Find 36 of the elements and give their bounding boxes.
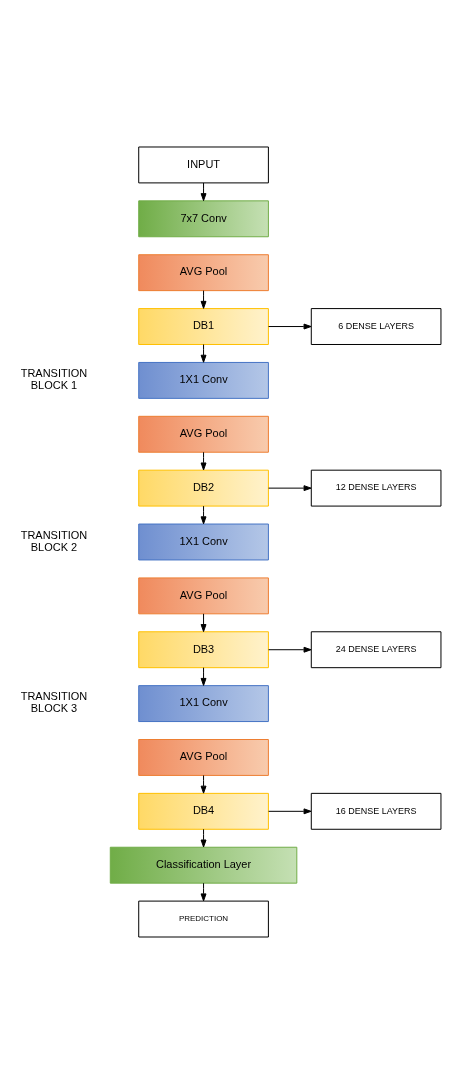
node-box: 1X1 Conv (138, 685, 269, 723)
label: TRANSITION BLOCK 1 (20, 367, 88, 392)
arrow (200, 667, 207, 686)
node-box: AVG Pool (138, 254, 269, 292)
node-box: 1X1 Conv (138, 523, 269, 561)
arrow (268, 646, 312, 653)
arrow (200, 451, 207, 471)
arrow (268, 323, 312, 330)
node-box: 24 DENSE LAYERS (310, 631, 442, 669)
node-box: 1X1 Conv (138, 361, 269, 399)
node-box: 7x7 Conv (138, 200, 269, 238)
node-box: AVG Pool (138, 415, 269, 453)
node-box: AVG Pool (138, 577, 269, 615)
node-box: AVG Pool (138, 739, 269, 776)
arrow (200, 344, 207, 363)
arrow (268, 808, 312, 815)
arrow (200, 774, 207, 794)
node-box: 12 DENSE LAYERS (310, 469, 442, 507)
arrow (200, 505, 207, 525)
node-box: 6 DENSE LAYERS (310, 308, 442, 345)
arrow (200, 613, 207, 633)
node-box: DB3 (138, 631, 269, 669)
arrow (200, 828, 207, 848)
node-box: PREDICTION (138, 900, 269, 938)
arrow (268, 485, 312, 492)
node-box: Classification Layer (109, 846, 298, 884)
label: TRANSITION BLOCK 2 (20, 528, 88, 553)
node-box: DB4 (138, 792, 269, 830)
node-box: INPUT (138, 146, 269, 184)
arrow (200, 882, 207, 902)
node-box: DB1 (138, 308, 269, 345)
node-box: 16 DENSE LAYERS (310, 792, 442, 830)
arrow (200, 290, 207, 309)
node-box: DB2 (138, 469, 269, 507)
arrow (200, 182, 207, 202)
label: TRANSITION BLOCK 3 (20, 690, 88, 715)
